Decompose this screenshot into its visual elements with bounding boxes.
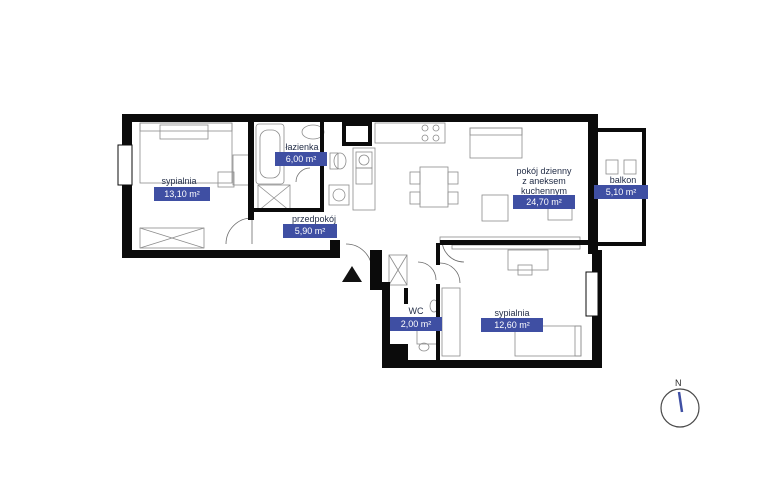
area-badge-living: 24,70 m² <box>513 195 575 209</box>
compass-north-label: N <box>675 378 682 388</box>
area-badge-bathroom: 6,00 m² <box>275 152 327 166</box>
room-name-living: pokój dzienny z aneksem kuchennym <box>516 166 572 196</box>
room-name-bedroom2: sypialnia <box>494 308 530 318</box>
compass-needle <box>677 391 684 413</box>
wardrobe-left <box>139 227 205 249</box>
dining-table <box>419 166 449 208</box>
entrance-arrow <box>342 266 362 282</box>
desk <box>507 249 549 271</box>
room-name-bathroom: łazienka <box>285 142 319 152</box>
area-badge-bedroom1: 13,10 m² <box>154 187 210 201</box>
area-badge-hall: 5,90 m² <box>283 224 337 238</box>
washing-machine <box>328 184 350 206</box>
room-name-hall: przedpokój <box>291 214 337 224</box>
room-name-wc: WC <box>408 306 424 316</box>
kitchen-counter <box>374 122 446 144</box>
room-name-bedroom1: sypialnia <box>161 176 197 186</box>
compass-circle <box>660 388 700 428</box>
area-badge-bedroom2: 12,60 m² <box>481 318 543 332</box>
area-badge-balcony: 5,10 m² <box>594 185 648 199</box>
room-name-balcony: balkon <box>609 175 637 185</box>
area-badge-wc: 2,00 m² <box>390 317 442 331</box>
